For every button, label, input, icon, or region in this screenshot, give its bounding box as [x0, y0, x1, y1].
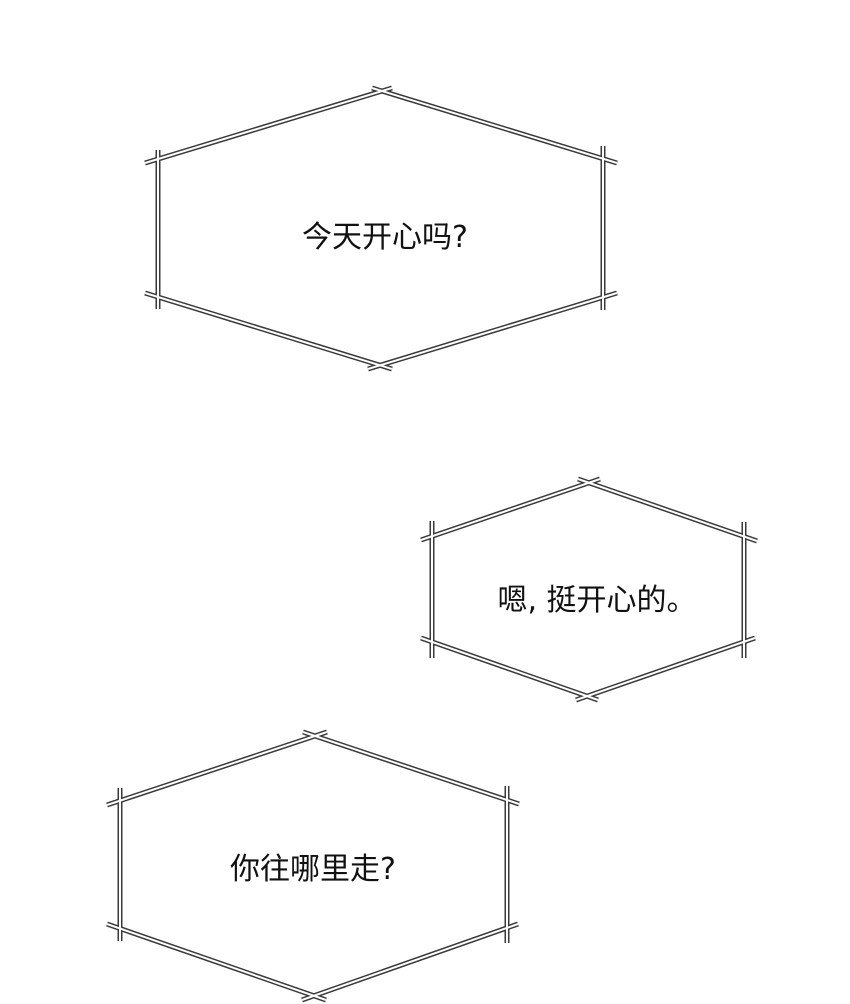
speech-bubble-2-text: 嗯, 挺开心的。 [497, 583, 697, 618]
speech-bubble-3-text: 你往哪里走? [230, 852, 396, 887]
speech-bubble-1-frame [144, 85, 618, 372]
speech-bubble-2-frame [420, 476, 758, 703]
speech-bubble-1-text: 今天开心吗? [302, 220, 468, 255]
speech-bubble-3-frame [106, 729, 520, 1003]
